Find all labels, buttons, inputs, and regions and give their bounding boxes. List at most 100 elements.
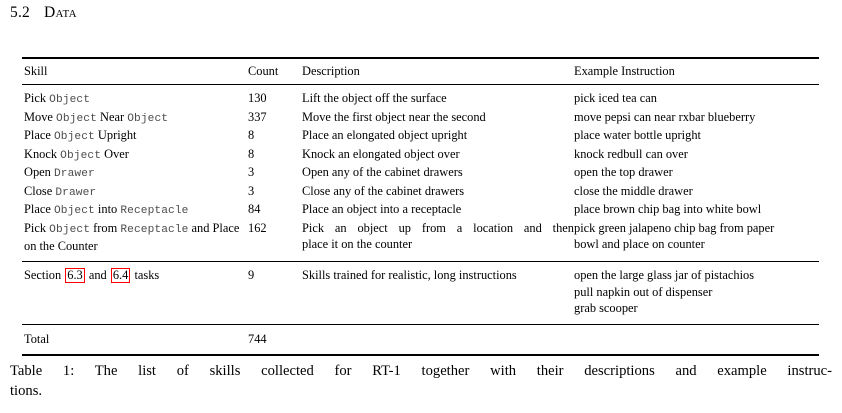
table-header-rule: [22, 84, 819, 85]
cell-total-label: Total: [24, 331, 50, 346]
table-row: Place Object into Receptacle 84 Place an…: [22, 201, 819, 220]
cell-skill: Move Object Near Object: [22, 109, 248, 128]
cell-skill: Place Object into Receptacle: [22, 201, 248, 220]
skill-connector: Near: [96, 109, 128, 124]
cell-description: Pick an object up from a location and th…: [302, 220, 574, 253]
cell-description: Open any of the cabinet drawers: [302, 165, 463, 180]
skill-verb: Pick: [24, 220, 50, 235]
table-top-rule: [22, 57, 819, 59]
cell-count: 130: [248, 91, 267, 106]
example-line-2: pull napkin out of dispenser: [574, 284, 713, 299]
skill-placeholder: Receptacle: [120, 223, 189, 236]
skill-placeholder: Object: [60, 149, 102, 162]
skill-suffix: and Place on the Counter: [24, 220, 240, 254]
table-row: Close Drawer 3 Close any of the cabinet …: [22, 183, 819, 202]
column-header-description: Description: [302, 63, 360, 78]
skill-verb: Pick: [24, 91, 50, 106]
table-row: Knock Object Over 8 Knock an elongated o…: [22, 146, 819, 165]
skill-verb: Place: [24, 128, 54, 143]
cell-total-count: 744: [248, 331, 267, 346]
cell-example: close the middle drawer: [574, 183, 693, 198]
section-reference-link-64[interactable]: 6.4: [110, 268, 131, 284]
cell-skill: Place Object Upright: [22, 127, 248, 146]
column-header-example: Example Instruction: [574, 63, 675, 78]
table-row: Place Object Upright 8 Place an elongate…: [22, 127, 819, 146]
table-row-total: Total 744: [22, 331, 819, 348]
cell-skill: Knock Object Over: [22, 146, 248, 165]
skill-connector: Over: [101, 146, 129, 161]
table-total-rule: [22, 323, 819, 325]
section-title: Data: [43, 4, 77, 21]
skill-placeholder: Drawer: [53, 168, 95, 181]
skill-connector: into: [94, 202, 121, 217]
cell-example: place brown chip bag into white bowl: [574, 202, 762, 217]
table-row: Move Object Near Object 337 Move the fir…: [22, 109, 819, 128]
section-reference-link-63[interactable]: 6.3: [65, 268, 85, 284]
cell-example: knock redbull can over: [574, 146, 688, 161]
cell-description: Place an elongated object upright: [302, 128, 468, 143]
table-row: Open Drawer 3 Open any of the cabinet dr…: [22, 164, 819, 183]
cell-description: Knock an elongated object over: [302, 146, 460, 161]
example-line-1: open the large glass jar of pistachios: [574, 268, 755, 283]
table-body: Pick Object 130 Lift the object off the …: [22, 85, 819, 261]
example-line-1: pick green jalapeno chip bag from paper: [574, 220, 775, 235]
cell-count: 162: [248, 220, 267, 235]
skill-placeholder: Object: [49, 94, 91, 107]
section-number: 5.2: [10, 4, 30, 21]
cell-description: Skills trained for realistic, long instr…: [302, 268, 517, 283]
skill-verb: Close: [24, 183, 56, 198]
skill-verb: Place: [24, 202, 54, 217]
cell-description: Close any of the cabinet drawers: [302, 183, 465, 198]
skill-placeholder: Object: [49, 223, 91, 236]
cell-description: Move the first object near the second: [302, 109, 486, 124]
table-total-row-block: Total 744: [22, 325, 819, 355]
example-line-3: grab scooper: [574, 301, 638, 316]
cell-count: 9: [248, 268, 255, 283]
cell-count: 3: [248, 183, 255, 198]
skill-verb: Move: [24, 109, 57, 124]
table-row: Section 6.3 and 6.4 tasks 9 Skills train…: [22, 267, 819, 317]
table-row: Pick Object 130 Lift the object off the …: [22, 90, 819, 109]
caption-line-2: tions.: [10, 383, 43, 399]
table-header: Skill Count Description Example Instruct…: [22, 59, 819, 85]
table-section-row-block: Section 6.3 and 6.4 tasks 9 Skills train…: [22, 262, 819, 324]
skill-placeholder: Object: [127, 112, 169, 125]
cell-count: 8: [248, 128, 255, 143]
skills-table: Skill Count Description Example Instruct…: [22, 57, 819, 356]
cell-count: 8: [248, 146, 255, 161]
skill-verb: Knock: [24, 146, 61, 161]
cell-example: pick iced tea can: [574, 91, 657, 106]
cell-count: 84: [248, 202, 261, 217]
cell-count: 337: [248, 109, 267, 124]
skill-connector: and: [85, 268, 110, 283]
example-line-2: bowl and place on counter: [574, 237, 705, 252]
skill-verb: Open: [24, 165, 54, 180]
cell-description: Place an object into a receptacle: [302, 202, 462, 217]
cell-example: pick green jalapeno chip bag from paper b…: [574, 220, 819, 253]
cell-example: move pepsi can near rxbar blueberry: [574, 109, 756, 124]
cell-description: Lift the object off the surface: [302, 91, 447, 106]
description-line-2: place it on the counter: [302, 237, 413, 252]
skill-placeholder: Object: [53, 205, 95, 218]
cell-count: 3: [248, 165, 255, 180]
skill-connector: Upright: [94, 128, 137, 143]
skill-prefix: Section: [24, 268, 65, 283]
skill-placeholder: Object: [53, 131, 95, 144]
skill-placeholder: Drawer: [55, 186, 97, 199]
table-row: Pick Object from Receptacle and Place on…: [22, 220, 819, 255]
description-line-1: Pick an object up from a location and th…: [302, 220, 574, 235]
column-header-skill: Skill: [24, 63, 48, 78]
table-caption: Table 1: The list of skills collected fo…: [10, 361, 832, 401]
skill-connector: from: [90, 220, 121, 235]
cell-example: open the top drawer: [574, 165, 673, 180]
cell-skill: Close Drawer: [22, 183, 248, 202]
column-header-count: Count: [248, 63, 279, 78]
cell-example: place water bottle upright: [574, 128, 701, 143]
caption-line-1: Table 1: The list of skills collected fo…: [10, 363, 832, 379]
cell-skill: Open Drawer: [22, 164, 248, 183]
table-section-rule: [22, 260, 819, 262]
skill-placeholder: Object: [56, 112, 97, 125]
cell-skill: Section 6.3 and 6.4 tasks: [22, 267, 248, 284]
table-bottom-rule: [22, 354, 819, 356]
